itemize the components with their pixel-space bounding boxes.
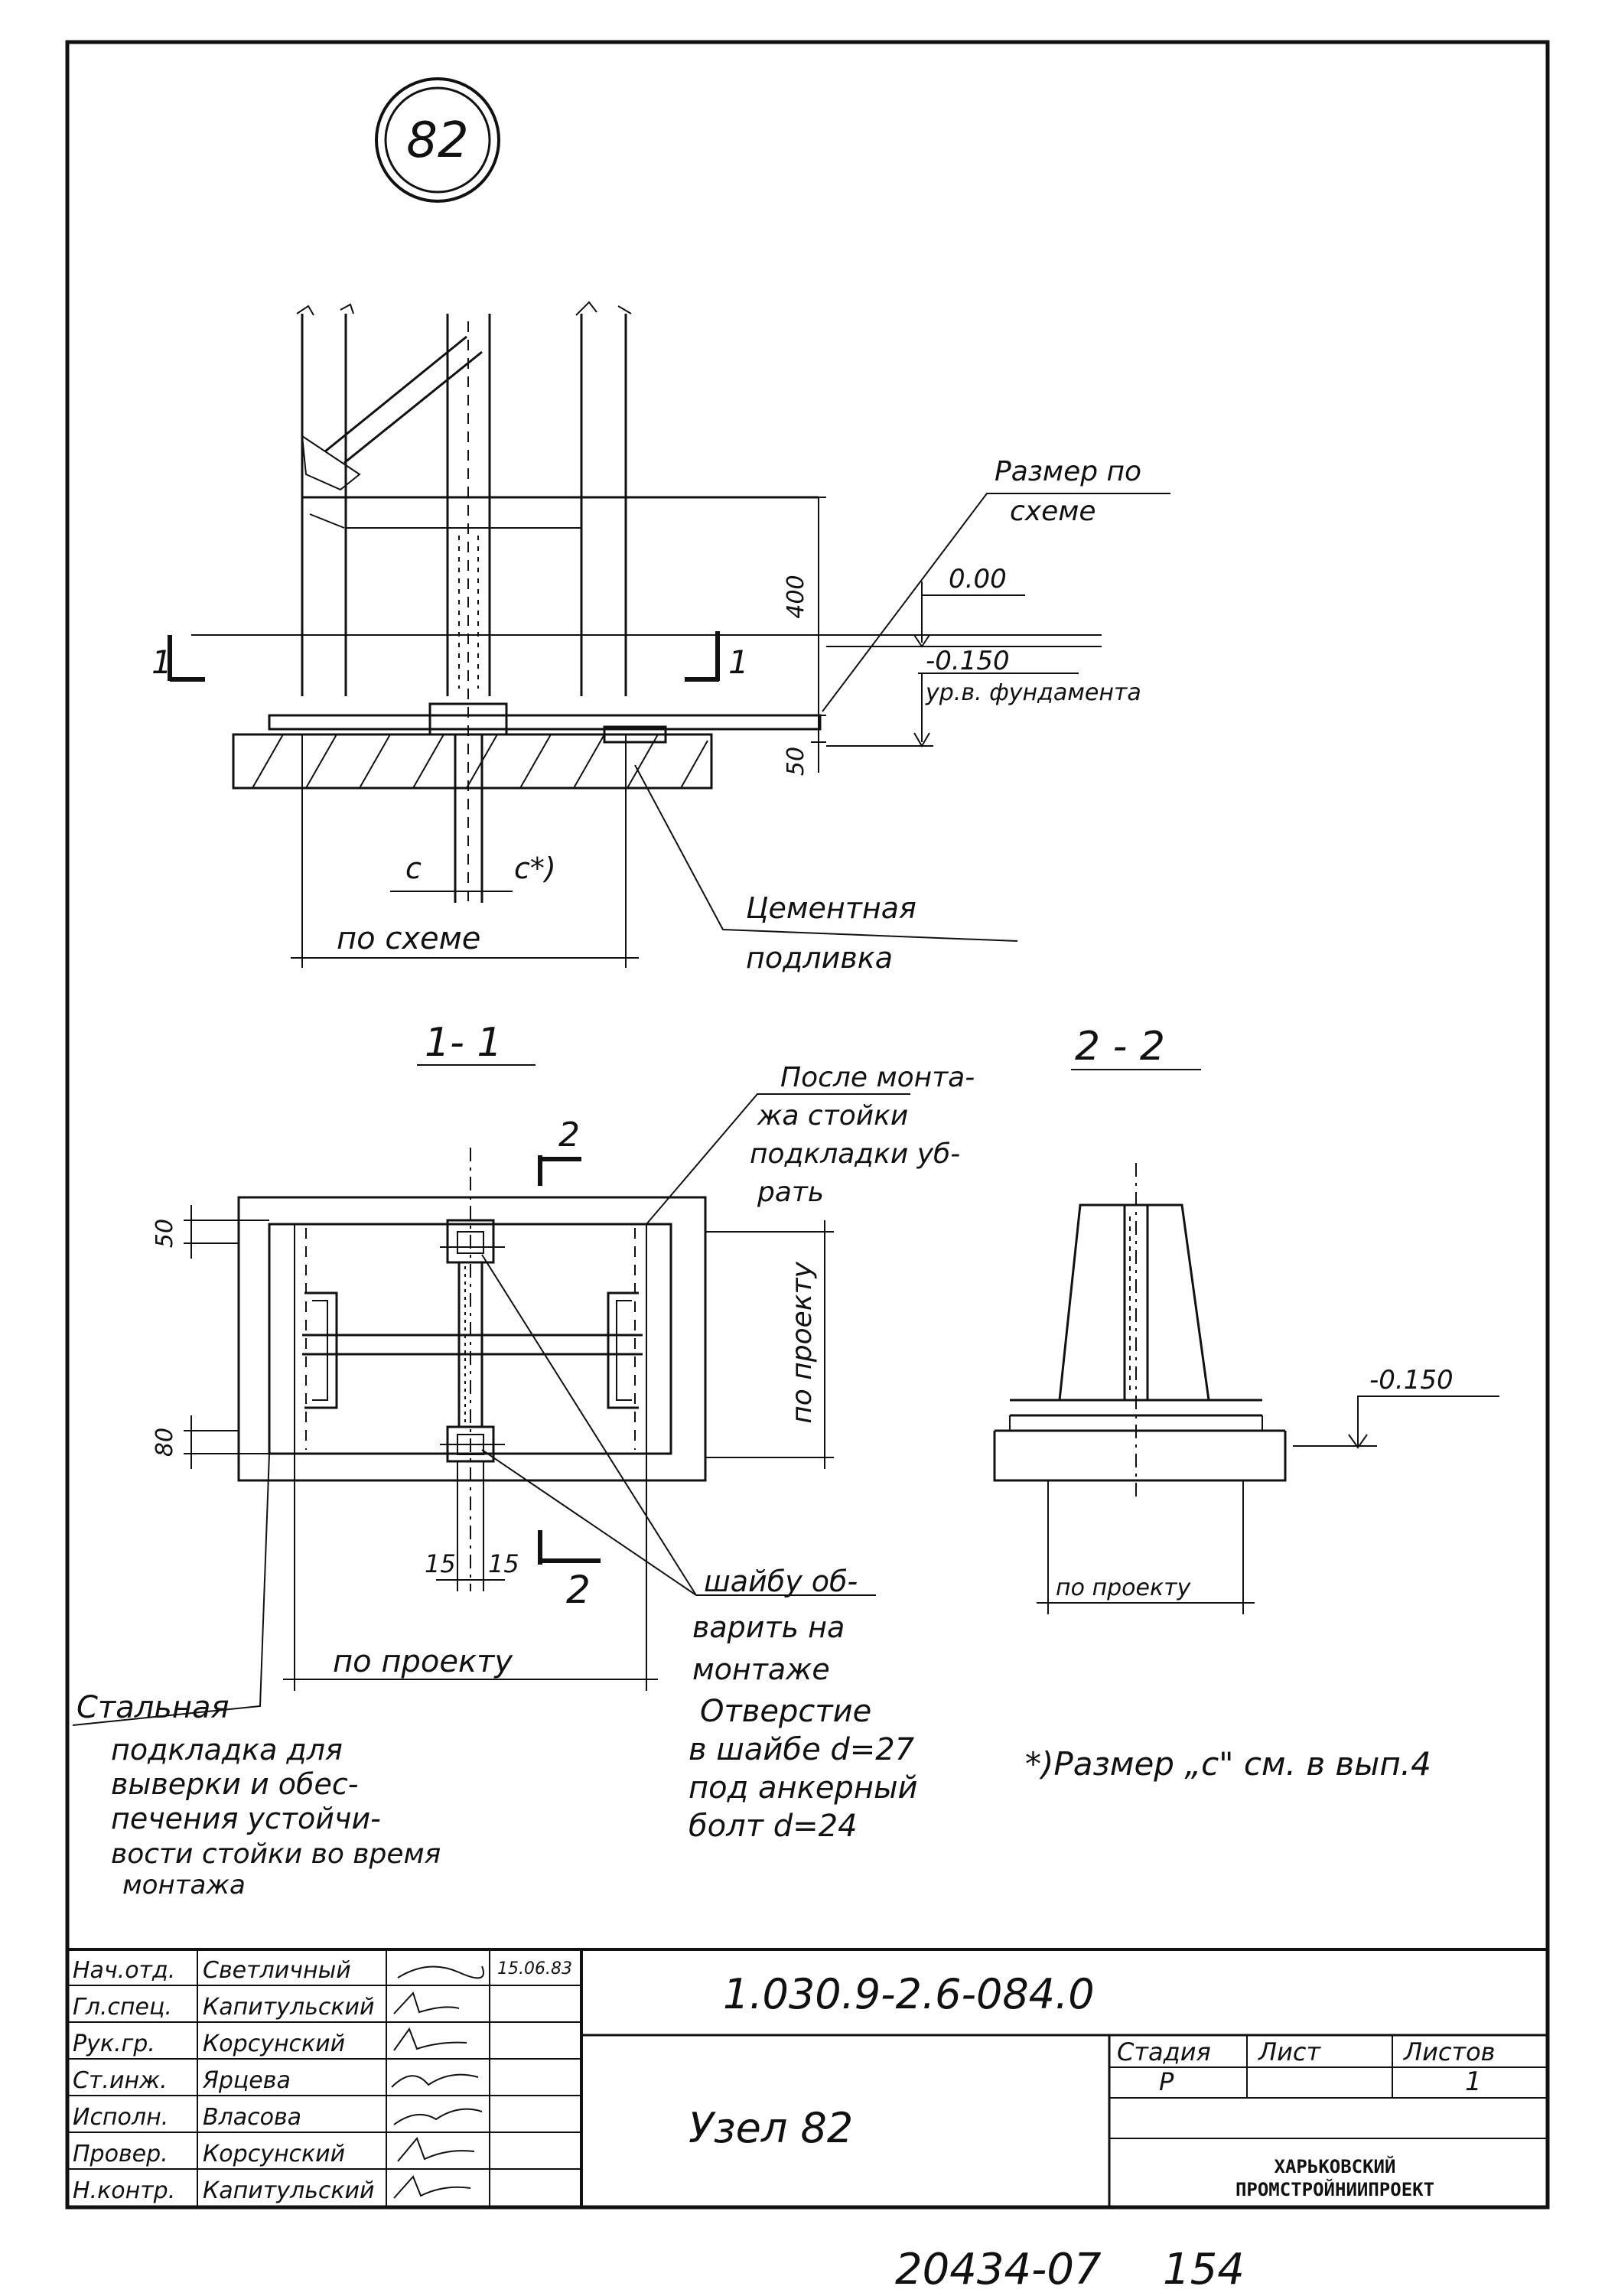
bottom-code: 20434-07 [895,2245,1102,2294]
cement-label-1: Цементная [746,891,916,925]
sheets-value: 1 [1465,2066,1482,2097]
svg-text:Капитульский: Капитульский [203,1994,375,2021]
footnote: *)Размер „c" см. в вып.4 [1025,1745,1431,1783]
designation: 1.030.9-2.6-084.0 [723,1970,1095,2018]
svg-text:подкладки уб-: подкладки уб- [750,1138,960,1170]
dim-po-skheme: по схеме [337,921,480,956]
svg-text:монтажа: монтажа [122,1870,246,1900]
stage-value: Р [1159,2067,1174,2096]
svg-text:0.00: 0.00 [949,564,1007,594]
signatures [391,1965,484,2199]
level-2-2: -0.150 [1369,1365,1454,1396]
section-1-left-mark: 1 [151,635,205,682]
svg-text:2: 2 [566,1568,591,1612]
sheet-title: Узел 82 [689,2104,853,2152]
svg-text:болт d=24: болт d=24 [689,1809,858,1844]
svg-text:печения устойчи-: печения устойчи- [111,1802,381,1835]
section-2-bottom-mark: 2 [538,1530,601,1612]
svg-text:Гл.спец.: Гл.спец. [73,1994,172,2021]
svg-text:Капитульский: Капитульский [203,2177,375,2204]
svg-text:жа стойки: жа стойки [757,1100,908,1132]
svg-text:вости стойки во время: вости стойки во время [111,1838,441,1870]
title-block: Нач.отд. Светличный Гл.спец. Капитульски… [67,1948,1548,2207]
svg-text:Провер.: Провер. [73,2141,168,2167]
svg-text:Ярцева: Ярцева [202,2067,291,2094]
svg-text:подкладка для: подкладка для [111,1733,343,1767]
bottom-page: 154 [1163,2245,1245,2294]
section-1-1-title: 1- 1 [425,1020,502,1066]
svg-text:2: 2 [558,1115,580,1155]
dim-po-proektu-vertical: по проекту [786,1262,818,1424]
section-1-1: 1- 1 2 2 [72,1020,975,1900]
svg-text:ур.в. фундамента: ур.в. фундамента [925,679,1141,706]
level-0150-mark: -0.150 ур.в. фундамента [826,646,1141,747]
label-size-scheme-2: схеме [1010,496,1096,527]
svg-text:1: 1 [151,643,172,681]
role-row-2: Гл.спец. Капитульский [73,1994,375,2021]
note-washer: шайбу об- варить на монтаже [692,1565,858,1686]
section-2-2: 2 - 2 -0.150 по проекту [993,1024,1499,1614]
svg-text:Рук.гр.: Рук.гр. [73,2031,155,2057]
svg-text:Ст.инж.: Ст.инж. [73,2067,168,2094]
svg-text:Лист: Лист [1258,2037,1321,2066]
svg-text:Стальная: Стальная [77,1690,230,1725]
svg-text:Корсунский: Корсунский [203,2141,345,2167]
organization-2: ПРОМСТРОЙНИИПРОЕКТ [1235,2178,1434,2200]
dim-15-right: 15 [488,1549,519,1578]
dim-400: 400 [783,575,809,618]
svg-text:Н.контр.: Н.контр. [73,2177,175,2204]
elevation-view: 400 50 Размер по схеме 0.00 -0.150 ур.в.… [151,301,1170,975]
node-number-badge: 82 [375,77,500,203]
note-steel: Стальная подкладка для выверки и обес- п… [77,1690,441,1900]
svg-text:Стадия: Стадия [1117,2037,1211,2066]
note-hole: Отверстие в шайбе d=27 под анкерный болт… [689,1694,918,1844]
role-row-7: Н.контр. Капитульский [73,2177,375,2204]
node-number: 82 [406,112,468,169]
section-2-top-mark: 2 [538,1115,581,1186]
dim-15-left: 15 [425,1549,456,1578]
svg-text:шайбу об-: шайбу об- [704,1565,858,1598]
date: 15.06.83 [497,1959,572,1978]
svg-text:Листов: Листов [1403,2037,1496,2066]
role-row-1: Нач.отд. Светличный [73,1957,351,1984]
dim-50-elev: 50 [783,747,809,776]
svg-text:1: 1 [728,643,749,681]
role-row-5: Исполн. Власова [73,2104,301,2131]
svg-text:рать: рать [757,1177,824,1208]
dim-50-plan: 50 [151,1219,178,1248]
svg-text:Нач.отд.: Нач.отд. [73,1957,175,1984]
role-row-6: Провер. Корсунский [73,2141,345,2167]
cement-label-2: подливка [746,941,893,975]
svg-text:Светличный: Светличный [203,1957,351,1984]
role-row-4: Ст.инж. Ярцева [73,2067,291,2094]
svg-text:монтаже: монтаже [692,1653,830,1686]
svg-text:Корсунский: Корсунский [203,2031,345,2057]
svg-text:в шайбе d=27: в шайбе d=27 [689,1732,915,1767]
role-row-3: Рук.гр. Корсунский [73,2031,345,2057]
dim-po-proektu-2-2: по проекту [1056,1575,1192,1601]
svg-text:Власова: Власова [203,2104,301,2131]
svg-text:Исполн.: Исполн. [73,2104,168,2131]
svg-text:под анкерный: под анкерный [689,1770,918,1806]
dim-c-right: c*) [514,852,556,885]
organization-1: ХАРЬКОВСКИЙ [1275,2155,1396,2177]
svg-text:-0.150: -0.150 [926,646,1010,676]
note-after-mount: После монта- жа стойки подкладки уб- рат… [750,1062,975,1208]
svg-text:варить на: варить на [692,1610,845,1644]
label-size-scheme-1: Размер по [995,456,1141,487]
svg-text:После монта-: После монта- [780,1062,975,1093]
section-2-2-title: 2 - 2 [1075,1024,1165,1070]
sheet-frame [65,40,1550,2210]
dim-80-plan: 80 [151,1428,178,1457]
dim-c-left: c [405,852,422,885]
level-0-mark: 0.00 [913,564,1025,648]
section-1-right-mark: 1 [685,631,749,682]
svg-text:выверки и обес-: выверки и обес- [111,1767,358,1801]
svg-text:Отверстие: Отверстие [700,1694,871,1729]
dim-po-proektu-horizontal: по проекту [333,1644,513,1679]
